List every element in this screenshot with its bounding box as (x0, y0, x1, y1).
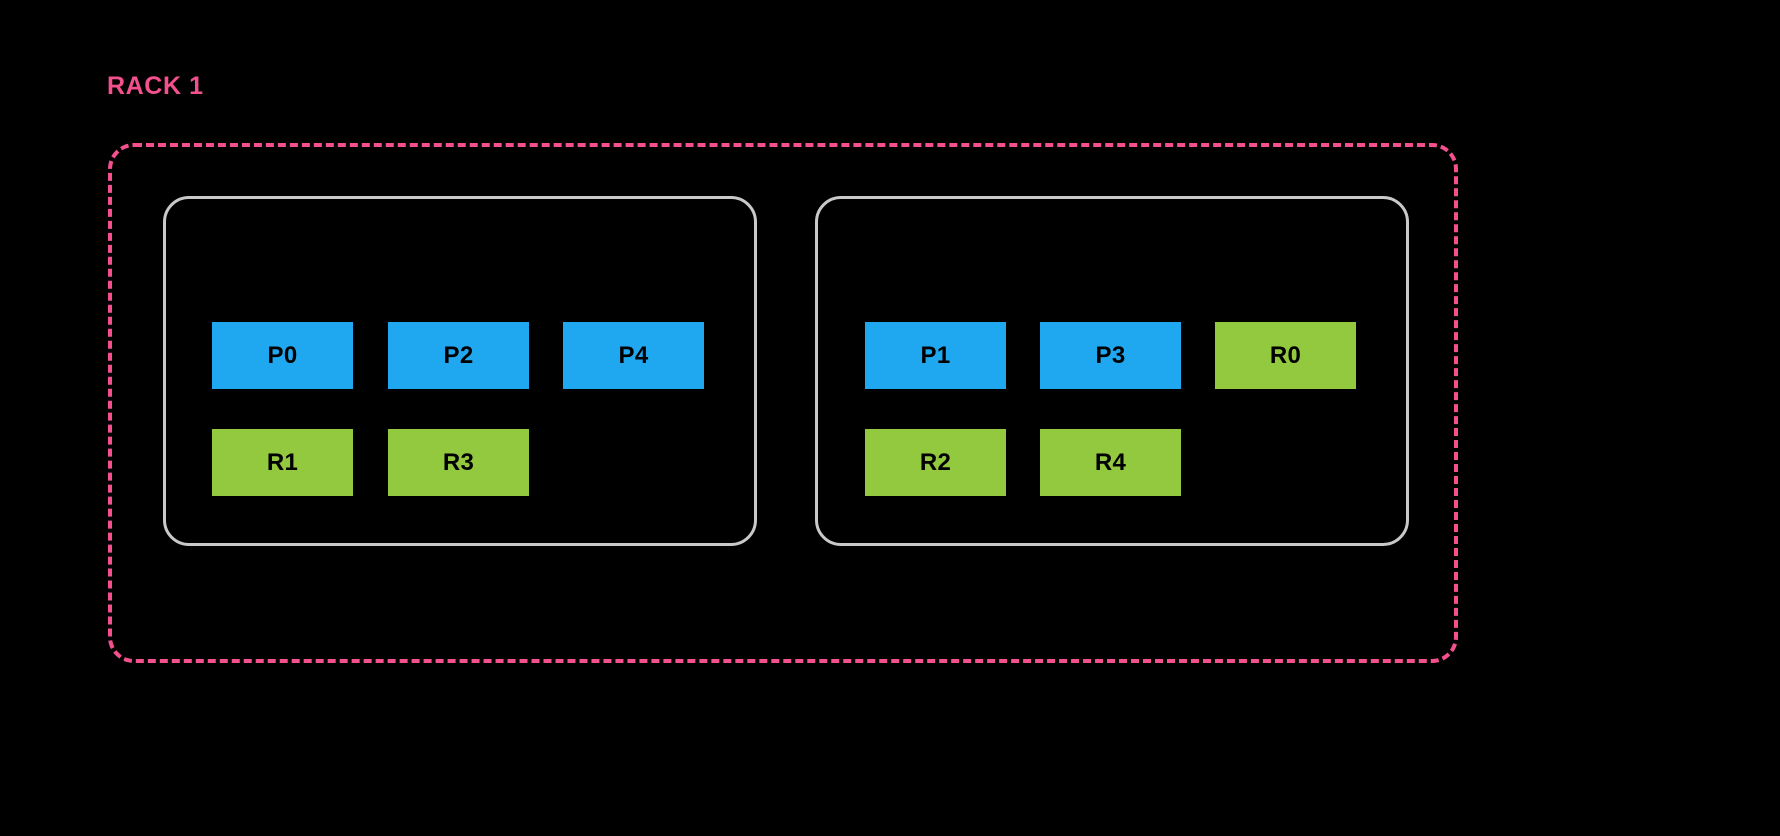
shard-chip-r4[interactable]: R4 (1040, 429, 1181, 496)
rack-boundary (108, 143, 1458, 663)
shard-chip-p4[interactable]: P4 (563, 322, 704, 389)
shard-chip-p3[interactable]: P3 (1040, 322, 1181, 389)
shard-chip-r0[interactable]: R0 (1215, 322, 1356, 389)
shard-chip-p3-label: P3 (1095, 341, 1126, 369)
shard-chip-p2[interactable]: P2 (388, 322, 529, 389)
shard-chip-p0[interactable]: P0 (212, 322, 353, 389)
shard-chip-p4-label: P4 (618, 341, 649, 369)
shard-chip-p1[interactable]: P1 (865, 322, 1006, 389)
node-box-left (163, 196, 757, 546)
shard-chip-p2-label: P2 (443, 341, 474, 369)
shard-chip-r1-label: R1 (266, 448, 299, 476)
shard-chip-r2-label: R2 (919, 448, 952, 476)
shard-chip-r0-label: R0 (1269, 341, 1302, 369)
shard-chip-r4-label: R4 (1094, 448, 1127, 476)
shard-chip-r1[interactable]: R1 (212, 429, 353, 496)
node-box-right (815, 196, 1409, 546)
shard-chip-r3-label: R3 (442, 448, 475, 476)
rack-label: RACK 1 (107, 72, 204, 100)
shard-chip-r2[interactable]: R2 (865, 429, 1006, 496)
shard-chip-p0-label: P0 (267, 341, 298, 369)
shard-chip-p1-label: P1 (920, 341, 951, 369)
shard-chip-r3[interactable]: R3 (388, 429, 529, 496)
